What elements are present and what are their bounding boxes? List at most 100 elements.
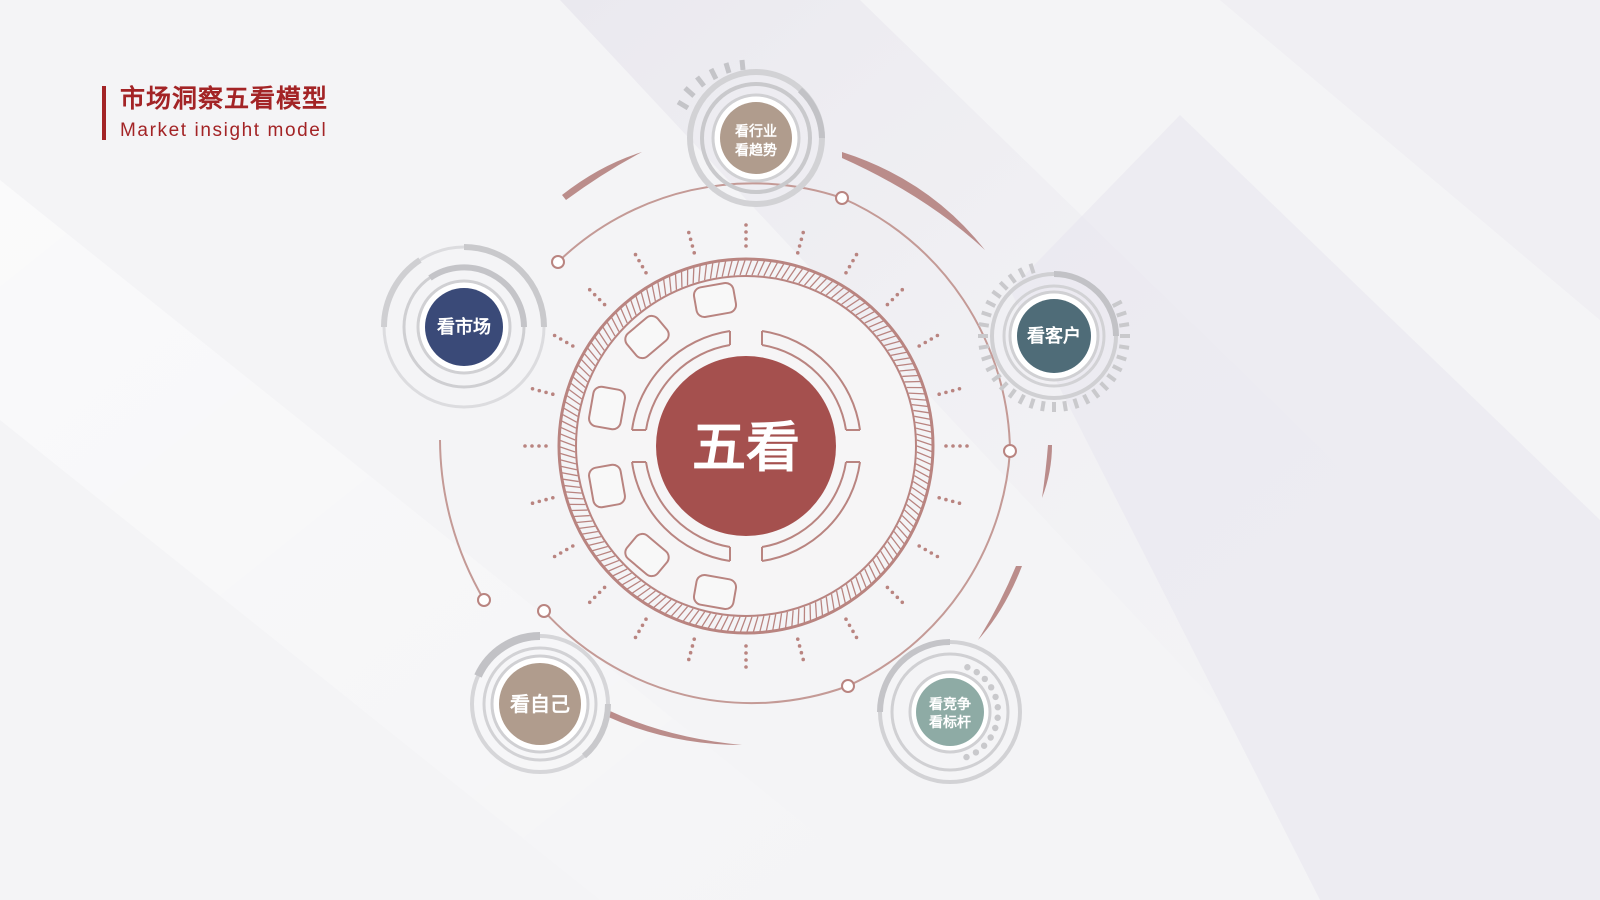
gear-tick bbox=[991, 289, 1002, 299]
gear-tick bbox=[991, 373, 1002, 383]
page-title: 市场洞察五看模型 bbox=[120, 84, 329, 113]
radial-dot bbox=[797, 244, 802, 248]
gear-tick bbox=[1116, 310, 1127, 318]
radial-dot bbox=[744, 230, 748, 234]
node-market: 看市场 bbox=[380, 244, 547, 409]
dot bbox=[987, 734, 994, 741]
radial-dot bbox=[744, 651, 748, 655]
radial-dot bbox=[570, 544, 575, 548]
radial-dot bbox=[687, 230, 691, 235]
radial-dot bbox=[544, 444, 548, 448]
radial-dot bbox=[551, 392, 555, 397]
radial-dot bbox=[551, 495, 555, 500]
radial-dot bbox=[917, 544, 922, 548]
radial-dot-ticks bbox=[523, 223, 969, 669]
radial-dot bbox=[688, 237, 693, 242]
node-customer-label: 看客户 bbox=[1026, 325, 1081, 347]
dot bbox=[987, 684, 995, 691]
radial-dot bbox=[851, 258, 855, 263]
radial-dot bbox=[957, 387, 962, 391]
center-node: 五看 bbox=[656, 356, 836, 536]
gear-tick bbox=[985, 299, 997, 308]
gear-tick bbox=[998, 280, 1009, 291]
gear-tick bbox=[978, 322, 990, 328]
radial-dot bbox=[637, 258, 641, 263]
radial-dot bbox=[795, 637, 800, 641]
radial-dot bbox=[950, 388, 955, 393]
center-circle bbox=[656, 356, 836, 536]
radial-dot bbox=[537, 388, 542, 393]
dot bbox=[992, 724, 999, 732]
radial-dot bbox=[602, 302, 607, 307]
radial-dot bbox=[937, 495, 941, 500]
radial-dot bbox=[530, 387, 535, 391]
radial-dot bbox=[530, 444, 534, 448]
radial-dot bbox=[530, 501, 535, 505]
gear-tick bbox=[1091, 388, 1101, 399]
radial-dot bbox=[640, 264, 645, 269]
radial-dot bbox=[597, 590, 602, 595]
center-label: 五看 bbox=[692, 416, 800, 479]
radial-dot bbox=[847, 623, 852, 628]
center-arc-brackets bbox=[631, 330, 861, 562]
node-industry-line2: 看趋势 bbox=[734, 142, 777, 159]
radial-dot bbox=[558, 337, 563, 341]
node-customer: 看客户 bbox=[978, 263, 1130, 412]
gear-tick bbox=[1118, 344, 1130, 350]
ring-segments bbox=[588, 282, 738, 610]
radial-dot bbox=[744, 223, 748, 227]
radial-dot bbox=[687, 657, 691, 662]
radial-dot bbox=[558, 551, 563, 555]
gear-tick bbox=[1007, 388, 1017, 399]
radial-dot bbox=[801, 657, 805, 662]
radial-dot bbox=[597, 297, 602, 302]
radial-dot bbox=[895, 292, 900, 297]
gear-tick bbox=[1017, 393, 1026, 405]
radial-dot bbox=[944, 497, 948, 502]
radial-dot bbox=[797, 644, 802, 648]
gear-tick bbox=[981, 354, 992, 362]
radial-dot bbox=[587, 287, 592, 292]
radial-dot bbox=[637, 629, 641, 634]
radial-dot bbox=[844, 270, 848, 275]
radial-dot bbox=[564, 340, 569, 345]
radial-dot bbox=[900, 287, 905, 292]
gear-tick bbox=[978, 344, 990, 350]
radial-dot bbox=[552, 554, 557, 559]
gear-tick bbox=[1007, 273, 1017, 284]
radial-dot bbox=[564, 547, 569, 552]
radial-dot bbox=[950, 499, 955, 504]
center-hatched-ring bbox=[557, 257, 935, 635]
gear-tick bbox=[1028, 398, 1036, 409]
radial-dot bbox=[692, 251, 697, 255]
gear-tick bbox=[1099, 381, 1110, 392]
node-competition: 看竞争 看标杆 bbox=[877, 639, 1022, 784]
gear-tick bbox=[1028, 263, 1036, 274]
dot bbox=[972, 749, 980, 756]
radial-dot bbox=[688, 650, 693, 655]
radial-dot bbox=[587, 600, 592, 605]
gear-tick bbox=[1116, 354, 1127, 362]
radial-dot bbox=[537, 499, 542, 504]
dot bbox=[992, 693, 999, 701]
radial-dot bbox=[633, 252, 638, 257]
radial-dot bbox=[544, 390, 548, 395]
gear-tick bbox=[998, 381, 1009, 392]
radial-dot bbox=[799, 650, 804, 655]
gear-tick bbox=[1111, 299, 1123, 308]
radial-dot bbox=[744, 244, 748, 248]
radial-dot bbox=[795, 251, 800, 255]
radial-dot bbox=[552, 333, 557, 338]
radial-dot bbox=[944, 390, 948, 395]
radial-dot bbox=[958, 444, 962, 448]
dot bbox=[994, 704, 1001, 711]
radial-dot bbox=[923, 547, 928, 552]
radial-dot bbox=[602, 585, 607, 590]
radial-dot bbox=[690, 644, 695, 648]
radial-dot bbox=[644, 270, 648, 275]
radial-dot bbox=[957, 501, 962, 505]
gear-tick bbox=[1106, 373, 1117, 383]
radial-dot bbox=[544, 497, 548, 502]
node-industry-line1: 看行业 bbox=[734, 123, 777, 140]
